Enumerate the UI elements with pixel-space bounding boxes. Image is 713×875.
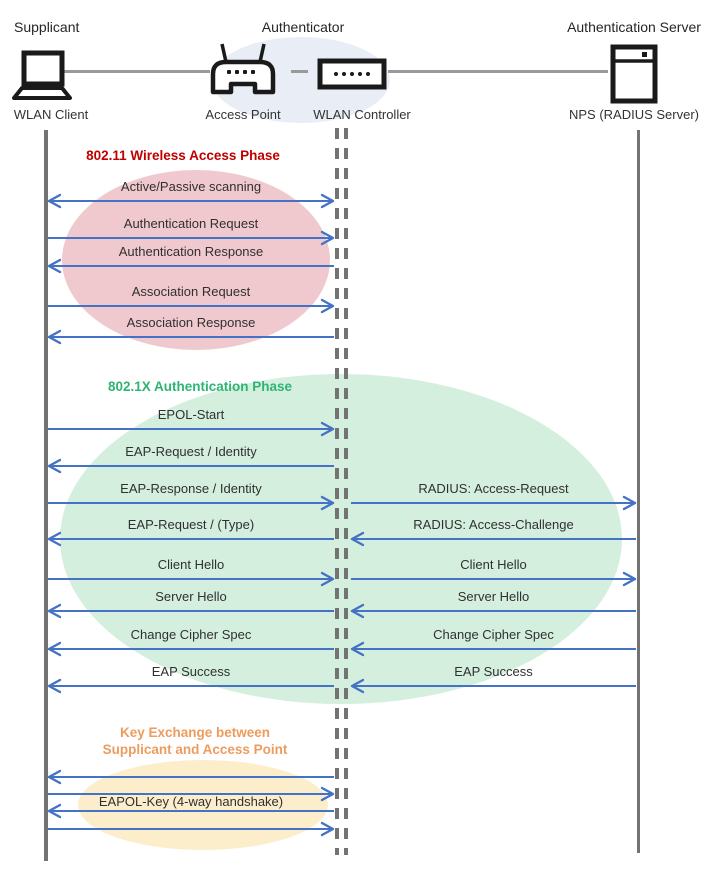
- message-label: Authentication Response: [118, 244, 264, 259]
- message-label: RADIUS: Access-Request: [418, 481, 569, 496]
- message-arrow-left: [47, 769, 334, 785]
- supplicant-lifeline: [44, 130, 48, 861]
- message-arrow-right: [48, 821, 335, 837]
- role-label-authenticator: Authenticator: [261, 19, 345, 35]
- message-arrow-left: [47, 531, 334, 547]
- message-label: Change Cipher Spec: [433, 627, 554, 642]
- message-arrow-right: [48, 230, 335, 246]
- connector-dash: [291, 70, 308, 73]
- connector-line: [62, 70, 210, 73]
- message-arrow-left: [47, 258, 334, 274]
- message-arrow-left: [350, 531, 636, 547]
- message-arrow-left: [47, 603, 334, 619]
- message-label: EPOL-Start: [157, 407, 225, 422]
- role-label-authentication-server: Authentication Server: [567, 19, 701, 35]
- node-label-wlan-controller: WLAN Controller: [313, 107, 411, 122]
- connector-line: [388, 70, 608, 73]
- message-label: Client Hello: [460, 557, 527, 572]
- message-arrow-right: [48, 298, 335, 314]
- wlan-controller-icon: [317, 58, 387, 90]
- phase-title-80211: 802.11 Wireless Access Phase: [86, 148, 280, 163]
- phase-ellipse-key-exchange: [78, 760, 328, 850]
- message-label: Association Response: [126, 315, 256, 330]
- message-label: Change Cipher Spec: [130, 627, 252, 642]
- message-arrow-left: [350, 603, 636, 619]
- message-label: EAP-Response / Identity: [120, 481, 262, 496]
- node-label-wlan-client: WLAN Client: [13, 107, 89, 122]
- message-label: Server Hello: [155, 589, 227, 604]
- message-arrow-left: [350, 678, 636, 694]
- message-arrow-right: [48, 786, 335, 802]
- message-label: Server Hello: [457, 589, 530, 604]
- message-arrow-left: [47, 329, 334, 345]
- role-label-supplicant: Supplicant: [14, 19, 80, 35]
- node-label-nps: NPS (RADIUS Server): [568, 107, 700, 122]
- message-arrow-right: [48, 421, 335, 437]
- message-label: EAP-Request / (Type): [127, 517, 255, 532]
- message-arrow-right: [351, 571, 637, 587]
- radius-server-lifeline: [637, 130, 640, 853]
- message-arrow-left: [47, 458, 334, 474]
- message-arrow-right: [351, 495, 637, 511]
- access-point-icon: [210, 43, 276, 95]
- message-label: Client Hello: [157, 557, 225, 572]
- laptop-icon: [12, 50, 72, 100]
- wlan-controller-lifeline-dash-2: [344, 128, 348, 855]
- node-label-access-point: Access Point: [205, 107, 281, 122]
- message-arrow-left: [47, 678, 334, 694]
- message-label: Association Request: [131, 284, 251, 299]
- message-label: RADIUS: Access-Challenge: [413, 517, 574, 532]
- message-label: EAP-Request / Identity: [125, 444, 257, 459]
- message-arrow-right: [48, 571, 335, 587]
- message-arrow-both: [47, 193, 335, 209]
- server-icon: [610, 44, 658, 104]
- message-label: Authentication Request: [123, 216, 259, 231]
- phase-title-8021x: 802.1X Authentication Phase: [107, 379, 293, 394]
- message-arrow-left: [350, 641, 636, 657]
- message-label: EAP Success: [151, 664, 231, 679]
- message-label: Active/Passive scanning: [120, 179, 262, 194]
- message-arrow-right: [48, 495, 335, 511]
- message-arrow-left: [47, 641, 334, 657]
- wlan-controller-lifeline-dash-1: [335, 128, 339, 855]
- phase-title-key-exchange: Key Exchange between Supplicant and Acce…: [102, 725, 288, 757]
- message-arrow-left: [47, 803, 334, 819]
- message-label: EAP Success: [454, 664, 533, 679]
- message-label: EAPOL-Key (4-way handshake): [98, 794, 284, 809]
